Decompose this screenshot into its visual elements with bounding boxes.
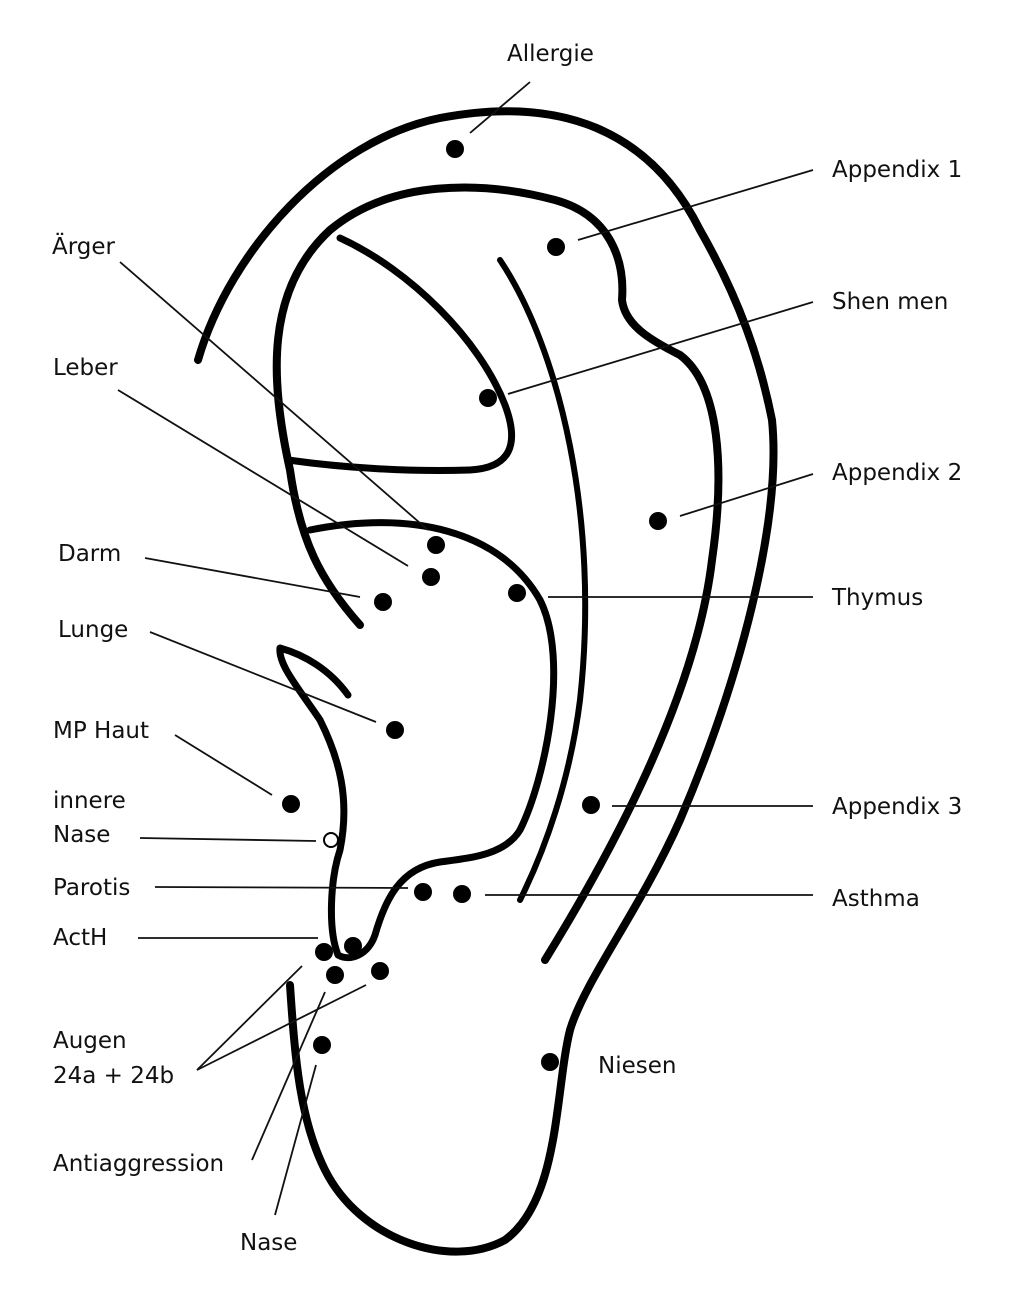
point-innere-nase (323, 832, 339, 848)
label-thymus: Thymus (831, 585, 923, 611)
label-augen-line1: Augen (53, 1028, 127, 1054)
point-augen-24b (371, 962, 389, 980)
point-darm (374, 593, 392, 611)
leader-shen-men (507, 301, 814, 395)
leader-nase (274, 1064, 317, 1216)
point-thymus (508, 584, 526, 602)
leader-lunge (149, 631, 377, 723)
inner-helix-curve (272, 183, 723, 964)
point-allergie (446, 140, 464, 158)
label-innere-nase-line2: Nase (53, 822, 110, 848)
label-allergie: Allergie (507, 41, 594, 67)
leader-appendix2 (679, 473, 814, 517)
label-acth: ActH (53, 925, 107, 951)
label-nase: Nase (240, 1230, 297, 1256)
point-acth-1 (315, 943, 333, 961)
label-niesen: Niesen (598, 1053, 676, 1079)
point-nase (313, 1036, 331, 1054)
label-asthma: Asthma (832, 886, 920, 912)
point-appendix2 (649, 512, 667, 530)
label-augen-line2: 24a + 24b (53, 1063, 174, 1089)
point-appendix3 (582, 796, 600, 814)
point-aerger (427, 536, 445, 554)
point-asthma (453, 885, 471, 903)
point-labels: Allergie Appendix 1 Ärger Shen men Leber… (52, 41, 962, 1256)
leader-augen-b (196, 984, 367, 1071)
label-appendix1: Appendix 1 (832, 157, 962, 183)
point-leber (422, 568, 440, 586)
point-parotis (414, 883, 432, 901)
leader-lines (117, 81, 814, 1216)
upper-crus-curve (284, 234, 516, 474)
label-aerger: Ärger (52, 232, 116, 260)
label-innere-nase-line1: innere (53, 788, 126, 814)
label-mp-haut: MP Haut (53, 718, 149, 744)
ear-outline (194, 107, 778, 1256)
point-augen-24a (326, 966, 344, 984)
label-parotis: Parotis (53, 875, 130, 901)
label-appendix2: Appendix 2 (832, 460, 962, 486)
leader-augen-a (196, 965, 303, 1071)
leader-aerger (119, 261, 429, 531)
label-antiaggression: Antiaggression (53, 1151, 224, 1177)
label-shen-men: Shen men (832, 289, 948, 315)
point-lunge (386, 721, 404, 739)
point-mp-haut (282, 795, 300, 813)
leader-appendix1 (577, 169, 814, 241)
point-appendix1 (547, 238, 565, 256)
leader-mp-haut (174, 734, 273, 796)
leader-parotis (154, 886, 409, 889)
label-darm: Darm (58, 541, 121, 567)
point-shen-men (479, 389, 497, 407)
acupuncture-points (282, 140, 667, 1071)
outer-helix-curve (194, 107, 778, 1256)
leader-innere-nase (139, 837, 317, 842)
leader-allergie (469, 81, 531, 134)
leader-antiaggression (251, 991, 326, 1161)
label-lunge: Lunge (58, 617, 128, 643)
antihelix-curve (497, 257, 589, 903)
leader-leber (117, 389, 409, 567)
concha-curve (276, 519, 558, 962)
leader-darm (144, 557, 361, 598)
point-niesen (541, 1053, 559, 1071)
label-leber: Leber (53, 355, 118, 381)
point-acth-2 (344, 937, 362, 955)
label-appendix3: Appendix 3 (832, 794, 962, 820)
